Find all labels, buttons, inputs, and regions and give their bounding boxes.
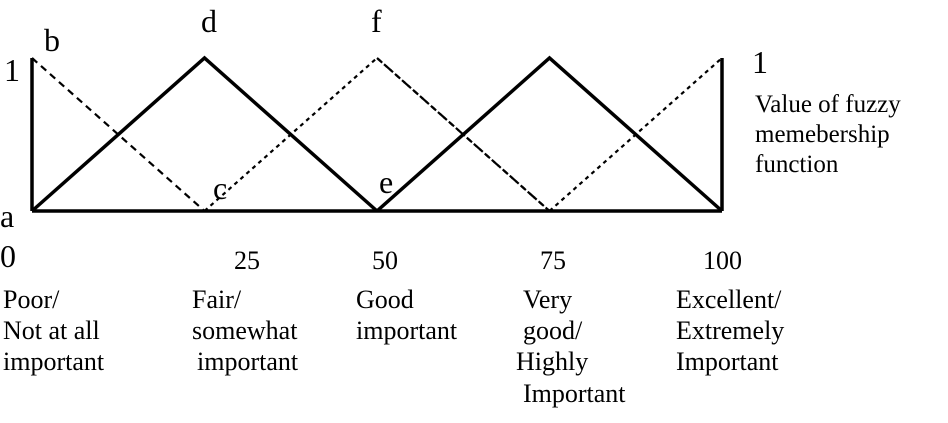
membership-function-line-1	[31, 57, 206, 212]
membership-function-line-4	[375, 55, 724, 213]
membership-function-line-2	[30, 55, 379, 213]
point-label-a: a	[0, 198, 15, 234]
category-excellent: Excellent/ Extremely Important	[676, 284, 784, 378]
tick-label-100: 100	[703, 246, 742, 275]
category-line: Important	[676, 347, 779, 377]
category-very-good: Very good/ Highly Important	[516, 284, 626, 409]
tick-label-25: 25	[234, 246, 260, 275]
membership-function-line-5	[376, 57, 551, 212]
membership-function-line-6	[548, 57, 723, 212]
point-label-b: b	[44, 22, 60, 58]
category-line: Poor/	[3, 285, 60, 314]
category-fair: Fair/ somewhat important	[192, 284, 298, 378]
tick-label-0: 0	[0, 238, 16, 274]
y-axis-note-line: memebership	[755, 121, 890, 148]
y-max-label-left: 1	[4, 52, 20, 88]
category-line: Important	[523, 378, 626, 408]
y-axis-note-line: Value of fuzzy	[755, 91, 901, 118]
point-label-c: c	[213, 170, 228, 206]
category-line: important	[197, 347, 299, 377]
category-line: Very	[523, 285, 573, 314]
membership-function-line-3	[203, 56, 551, 212]
point-label-f: f	[371, 3, 382, 39]
category-line: somewhat	[192, 316, 298, 346]
tick-label-75: 75	[540, 246, 566, 275]
category-line: Highly	[516, 347, 589, 377]
category-line: important	[356, 316, 458, 346]
point-label-e: e	[379, 164, 394, 200]
y-max-label-right: 1	[752, 44, 768, 80]
category-line: Fair/	[192, 285, 242, 314]
tick-label-50: 50	[372, 246, 398, 275]
y-axis-note: Value of fuzzy memebership function	[755, 90, 901, 180]
point-label-d: d	[201, 3, 217, 39]
category-line: important	[3, 347, 105, 377]
category-line: Excellent/	[676, 285, 782, 314]
y-axis-note-line: function	[755, 151, 839, 178]
category-good: Good important	[356, 284, 457, 346]
category-line: good/	[523, 316, 583, 346]
category-poor: Poor/ Not at all important	[3, 284, 104, 378]
category-line: Good	[356, 285, 414, 314]
category-line: Not at all	[3, 316, 100, 346]
category-line: Extremely	[676, 316, 785, 346]
